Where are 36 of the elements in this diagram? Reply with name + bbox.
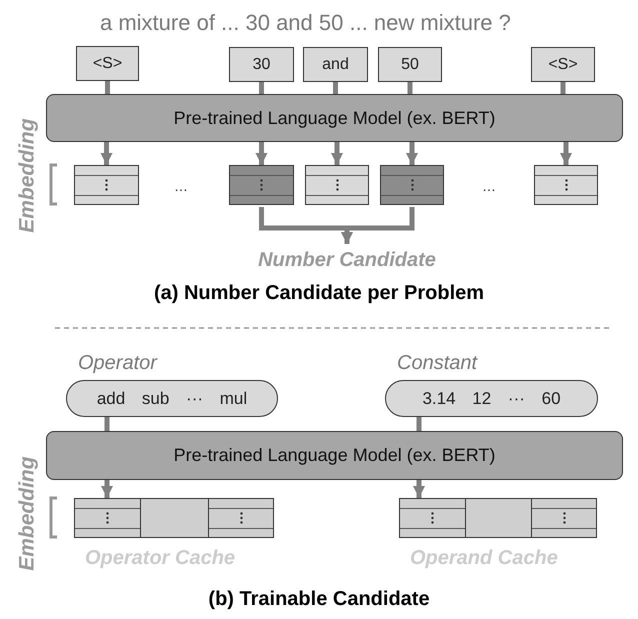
token-box: 30 <box>229 47 294 82</box>
group-heading: Constant <box>397 351 479 376</box>
arrow <box>560 142 572 165</box>
group-heading: Operator <box>78 351 158 376</box>
connector-line <box>416 417 422 431</box>
token-box: 50 <box>378 47 442 82</box>
arrow <box>100 142 112 165</box>
language-model-box: Pre-trained Language Model (ex. BERT) <box>46 431 623 480</box>
language-model-box: Pre-trained Language Model (ex. BERT) <box>46 94 623 142</box>
connector-line <box>104 417 110 431</box>
embedding-vector <box>380 165 444 205</box>
arrow <box>101 480 113 498</box>
token-box: <S> <box>76 46 139 81</box>
candidate-label: Number Candidate <box>258 248 436 273</box>
arrow <box>256 142 268 165</box>
panel-caption: (b) Trainable Candidate <box>207 587 431 612</box>
connector-line <box>560 82 566 94</box>
ellipsis-text: … <box>174 177 188 196</box>
arrow <box>413 480 425 498</box>
token-box: <S> <box>531 47 595 82</box>
token-box: and <box>303 47 368 82</box>
panel-caption: (a) Number Candidate per Problem <box>152 281 486 306</box>
embedding-vector <box>74 165 139 205</box>
input-sentence: a mixture of ... 30 and 50 ... new mixture ? <box>100 9 511 37</box>
connector-line <box>259 82 264 94</box>
embedding-vector <box>534 165 598 205</box>
arrow <box>331 142 343 165</box>
vocabulary-list: add sub ··· mul <box>96 386 248 412</box>
embedding-vector <box>229 165 294 205</box>
connector-line <box>333 82 338 94</box>
connector-line <box>408 82 412 94</box>
ellipsis-text: … <box>482 177 496 196</box>
vocabulary-list: 3.14 12 ··· 60 <box>422 386 561 412</box>
embedding-vector <box>305 165 369 205</box>
connector-line <box>105 81 110 94</box>
arrow <box>406 142 418 165</box>
